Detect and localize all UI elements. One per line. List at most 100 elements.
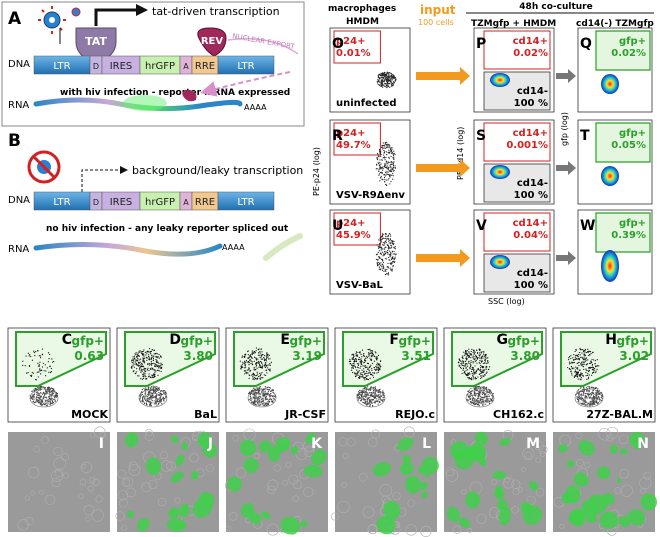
polya-a: AAAA (244, 103, 267, 112)
sample-label: JR-CSF (284, 408, 326, 421)
dna-a-segment-label-6: LTR (237, 61, 254, 72)
sort-arrow (556, 161, 576, 175)
gfp-gate (233, 331, 325, 387)
gfp-gate-label: gfp+ (619, 218, 646, 229)
flow-grid: macrophages HMDM input 100 cells 48h co-… (312, 2, 654, 306)
cd14-pos-gate (483, 122, 551, 162)
dna-b-segment-label-5: RRE (195, 197, 215, 208)
cd14-neg-label: cd14- (517, 268, 548, 279)
gfp-density-blob (601, 166, 619, 186)
gfp-gate-label: gfp+ (181, 334, 213, 348)
leaky-arrow (81, 166, 128, 192)
cd14-density-blob (490, 255, 510, 269)
virus-icon (38, 6, 81, 34)
plot-gfp-Q: gfp+0.02%Q (577, 27, 653, 113)
sort-arrow (556, 69, 576, 83)
cd14-density-blob (490, 73, 510, 87)
sample-label: BaL (194, 408, 217, 421)
rev-bound-icon (182, 90, 197, 102)
cd14-neg-value: 100 % (514, 190, 548, 201)
panel-letter-P: P (476, 36, 486, 52)
gfp-gate (595, 212, 651, 253)
gfp-gate (560, 331, 652, 387)
cd14-gate-value: 0.001% (506, 140, 548, 151)
input-arrow (416, 249, 470, 267)
gfp-gate-label: gfp+ (399, 334, 431, 348)
cd14-gate-label: cd14+ (513, 218, 548, 229)
col1-subheader: HMDM (346, 17, 379, 27)
xaxis-ssc: SSC (log) (488, 297, 525, 306)
panel-letter-I: I (99, 436, 104, 452)
polya-b: AAAA (222, 243, 245, 252)
tat-transcription-label: tat-driven transcription (152, 5, 280, 18)
panel-letter-F: F (389, 332, 399, 348)
dna-a-segment-label-4: A (183, 62, 189, 71)
input-arrow (416, 159, 470, 177)
yaxis-cd14: PE-cd14 (log) (456, 127, 465, 180)
p24-gate-label: p24+ (336, 36, 365, 47)
rna-label-a: RNA (8, 100, 29, 111)
panel-letter-G: G (497, 332, 509, 348)
micrograph-N: N (553, 426, 658, 536)
micrograph-I: I (8, 426, 110, 532)
dna-label-a: DNA (8, 59, 30, 70)
tat-label: TAT (85, 35, 107, 48)
cd14-pos-gate (483, 212, 551, 252)
panel-b: B background/leaky transcription DNA LTR… (8, 131, 303, 261)
rna-strand-b (33, 241, 223, 257)
gfp-gate (124, 331, 216, 387)
input-arrow (416, 67, 470, 85)
cd14-gate-label: cd14+ (513, 36, 548, 47)
gfp-gate-value: 0.63 (74, 349, 104, 363)
panel-a-frame (1, 1, 305, 127)
col1-header: macrophages (328, 4, 396, 14)
dna-b-segment-label-4: A (183, 198, 189, 207)
dna-a-segment-label-2: IRES (110, 61, 133, 72)
micrograph-J: J (115, 428, 219, 532)
dna-a-segment-6 (217, 55, 275, 75)
dna-a-segment-label-3: hrGFP (145, 61, 175, 72)
gfp-gate-value: 3.80 (183, 349, 213, 363)
panel-letter-S: S (476, 128, 486, 144)
p24-gate-label: p24+ (336, 218, 365, 229)
tat-arrow (94, 8, 138, 26)
panel-letter-L: L (422, 436, 431, 452)
panel-letter-C: C (62, 332, 72, 348)
gfp-density-blob (601, 250, 619, 282)
yaxis-gfp: gfp (log) (560, 112, 569, 146)
cd14-gate-value: 0.04% (513, 230, 548, 241)
gfp-gate (595, 122, 651, 163)
dna-b-segment-label-6: LTR (237, 197, 254, 208)
rna-label-b: RNA (8, 244, 29, 255)
col3-subheader: cd14(-) TZMgfp (576, 19, 654, 29)
gfp-gate-value: 0.02% (611, 48, 646, 59)
cd14-gate-label: cd14+ (513, 128, 548, 139)
gfp-gate-label: gfp+ (617, 334, 649, 348)
p24-caption: VSV-R9Δenv (336, 190, 405, 201)
coculture-header: 48h co-culture (519, 2, 592, 12)
rna-caption-a: with hiv infection - reporter mRNA expre… (60, 88, 290, 98)
plot-cd14-P: cd14+0.02%cd14-100 %P (473, 27, 555, 113)
dna-b-segment-label-1: D (93, 198, 99, 207)
panel-letter-J: J (207, 436, 213, 452)
panel-letter-V: V (476, 218, 487, 234)
sample-label: 27Z-BAL.M (586, 408, 653, 421)
dna-b-segment-6 (217, 191, 275, 211)
micrograph-M: M (444, 430, 548, 534)
gfp-gate-label: gfp+ (290, 334, 322, 348)
micrograph-K: K (224, 428, 328, 536)
p24-gate (333, 122, 381, 156)
cd14-neg-label: cd14- (517, 178, 548, 189)
panel-letter-M: M (526, 436, 540, 452)
panel-a-letter: A (8, 9, 22, 29)
panel-letter-N: N (637, 436, 649, 452)
gfp-gate-value: 3.51 (401, 349, 431, 363)
gfp-density-blob (601, 74, 619, 94)
spliced-fragment (263, 233, 303, 261)
